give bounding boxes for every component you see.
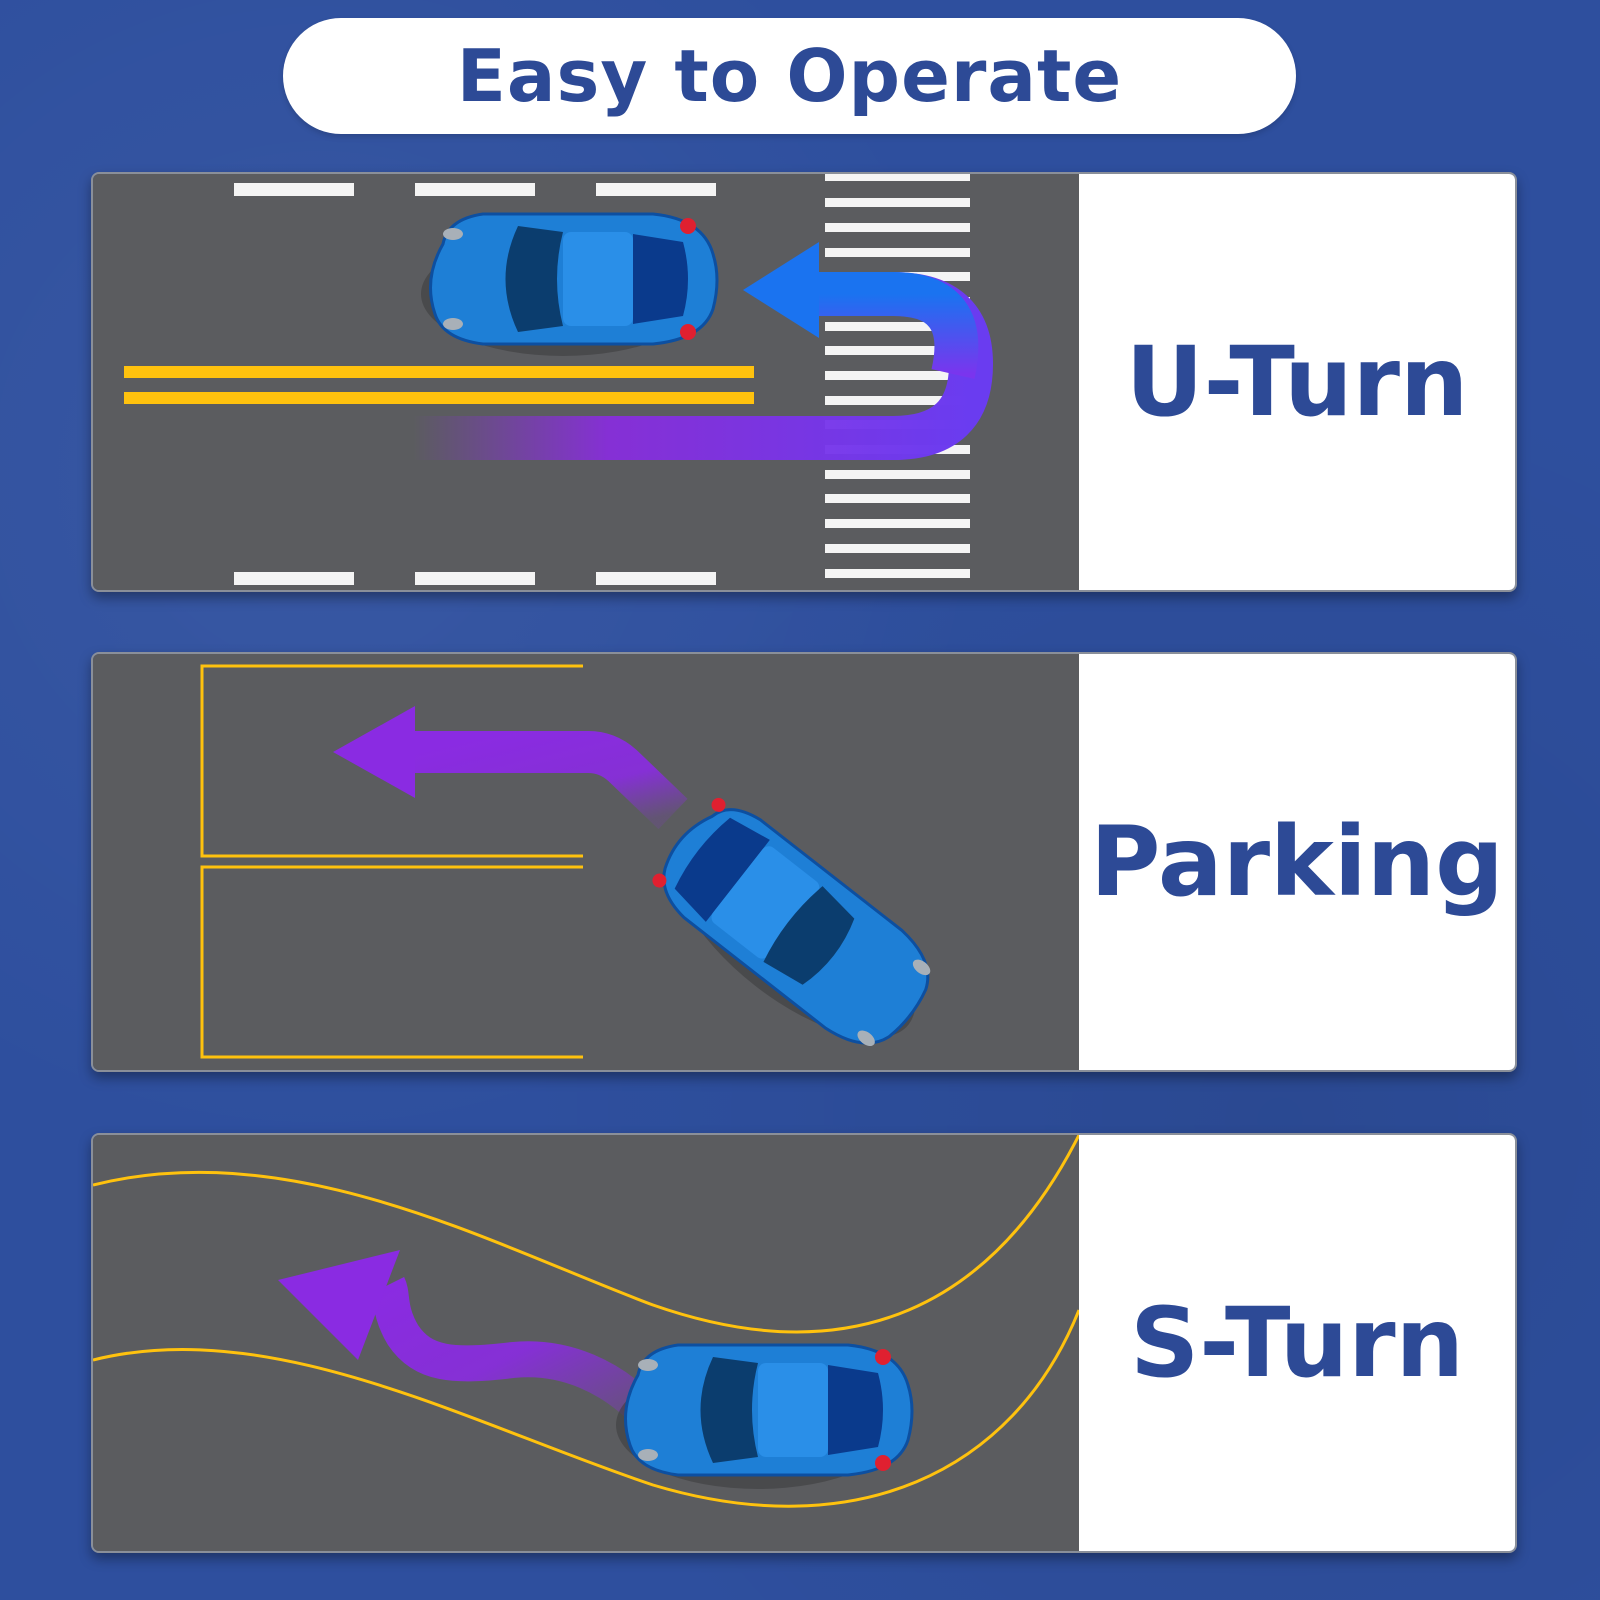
u-turn-panel: U-Turn [91, 172, 1517, 592]
road-parking [93, 654, 1079, 1070]
lane-dashes-bottom [234, 572, 716, 585]
car-u-turn [421, 212, 719, 356]
u-turn-arrowhead [743, 242, 819, 338]
u-turn-label-box: U-Turn [1079, 174, 1515, 590]
title-banner: Easy to Operate [283, 18, 1296, 134]
road-s-turn [93, 1135, 1079, 1551]
parking-panel: Parking [91, 652, 1517, 1072]
parking-label: Parking [1090, 806, 1504, 918]
s-turn-scene [93, 1135, 1079, 1508]
s-turn-panel: S-Turn [91, 1133, 1517, 1553]
parking-scene [200, 664, 931, 1059]
parking-arrowhead [333, 706, 415, 798]
s-turn-arrow [371, 1276, 667, 1433]
road-u-turn [93, 174, 1079, 590]
u-turn-scene [124, 174, 994, 585]
s-turn-label: S-Turn [1130, 1287, 1464, 1399]
s-turn-arrowhead [278, 1250, 400, 1360]
double-yellow-line [124, 366, 754, 404]
page-title: Easy to Operate [456, 34, 1123, 118]
car-s-turn [616, 1343, 914, 1489]
car-parking [652, 797, 931, 1047]
u-turn-label: U-Turn [1125, 326, 1469, 438]
curved-lane-lines [93, 1135, 1079, 1508]
crosswalk [825, 174, 970, 578]
parking-label-box: Parking [1079, 654, 1515, 1070]
s-turn-label-box: S-Turn [1079, 1135, 1515, 1551]
parking-space-lines [200, 664, 583, 1059]
lane-dashes-top [234, 183, 716, 196]
parking-arrow [413, 731, 688, 830]
